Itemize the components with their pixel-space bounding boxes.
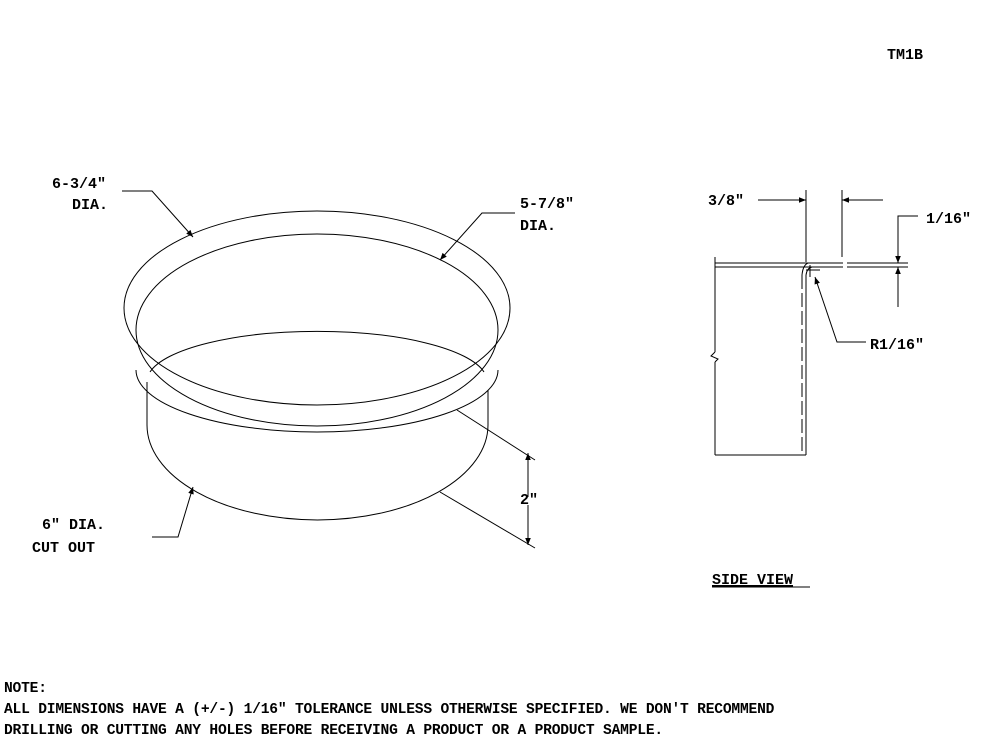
cup-bottom bbox=[146, 424, 489, 521]
radius-label: R1/16" bbox=[870, 337, 924, 354]
dimensions bbox=[122, 190, 536, 549]
drawing-id: TM1B bbox=[887, 47, 923, 64]
cup-view bbox=[123, 210, 511, 521]
note-line-1: ALL DIMENSIONS HAVE A (+/-) 1/16" TOLERA… bbox=[4, 702, 775, 718]
inner-rim bbox=[135, 233, 499, 427]
inner-dia-label: 5-7/8" bbox=[520, 196, 574, 213]
inner-dia-label-2: DIA. bbox=[520, 218, 556, 235]
thickness-label: 1/16" bbox=[926, 211, 971, 228]
side-view bbox=[710, 190, 918, 456]
rim-lower-edge bbox=[135, 369, 499, 433]
cutout-label: 6" DIA. bbox=[42, 517, 105, 534]
flange-width-label: 3/8" bbox=[708, 193, 744, 210]
outer-dia-label-2: DIA. bbox=[72, 197, 108, 214]
outer-dia-label: 6-3/4" bbox=[52, 176, 106, 193]
height-label: 2" bbox=[520, 492, 538, 509]
note-line-2: DRILLING OR CUTTING ANY HOLES BEFORE REC… bbox=[4, 723, 663, 739]
note-heading: NOTE: bbox=[4, 681, 47, 697]
cutout-label-2: CUT OUT bbox=[32, 540, 95, 557]
inner-bottom-edge bbox=[149, 330, 485, 373]
outer-rim bbox=[123, 210, 511, 406]
side-view-title: SIDE VIEW bbox=[712, 572, 793, 589]
